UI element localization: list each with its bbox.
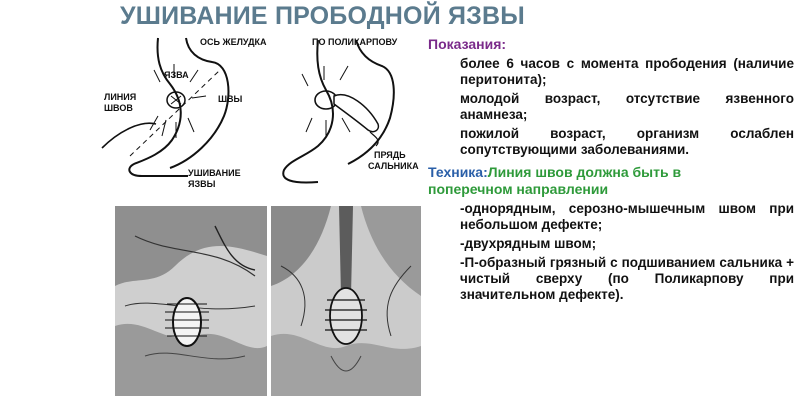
illustration-sutured-ulcer (115, 206, 267, 396)
indication-item: молодой возраст, отсутствие язвенного ан… (460, 91, 794, 122)
label-omentum-1: ПРЯДЬ (374, 150, 406, 160)
label-suture-line-1: ЛИНИЯ (104, 92, 136, 102)
indication-item: более 6 часов с момента прободения (нали… (460, 56, 794, 87)
text-column: Показания: более 6 часов с момента пробо… (428, 36, 794, 303)
label-omentum-2: САЛЬНИКА (368, 161, 419, 171)
label-ulcer: ЯЗВА (164, 70, 189, 80)
technique-text-line1: Линия швов должна быть в (487, 164, 682, 180)
technique-heading: Техника:Линия швов должна быть в (428, 164, 794, 181)
indication-item: пожилой возраст, организм ослаблен сопут… (460, 126, 794, 157)
label-suturing-1: УШИВАНИЕ (188, 168, 241, 178)
label-by-polikarpov: ПО ПОЛИКАРПОВУ (312, 37, 398, 47)
diagram-polikarpov-method: ПО ПОЛИКАРПОВУ ПРЯДЬ САЛЬНИКА (282, 37, 419, 184)
technique-label: Техника: (428, 164, 488, 180)
label-sutures: ШВЫ (218, 94, 243, 104)
technique-item: -двухрядным швом; (460, 236, 597, 251)
technique-item: -П-образный грязный с подшиванием сальни… (460, 255, 794, 302)
technique-text-line2: поперечном направлении (428, 181, 609, 197)
indications-heading: Показания: (428, 36, 507, 52)
diagram-ulcer-suture-line: ОСЬ ЖЕЛУДКА ЯЗВА ШВЫ ЛИНИЯ ШВОВ УШИВАНИЕ… (101, 37, 267, 189)
label-suturing-2: ЯЗВЫ (188, 179, 216, 189)
label-stomach-axis: ОСЬ ЖЕЛУДКА (200, 37, 267, 47)
page-title: УШИВАНИЕ ПРОБОДНОЙ ЯЗВЫ (120, 2, 525, 30)
label-suture-line-2: ШВОВ (104, 103, 133, 113)
technique-item: -однорядным, серозно-мышечным швом при н… (460, 201, 794, 232)
illustration-omentum-plug (271, 206, 421, 396)
